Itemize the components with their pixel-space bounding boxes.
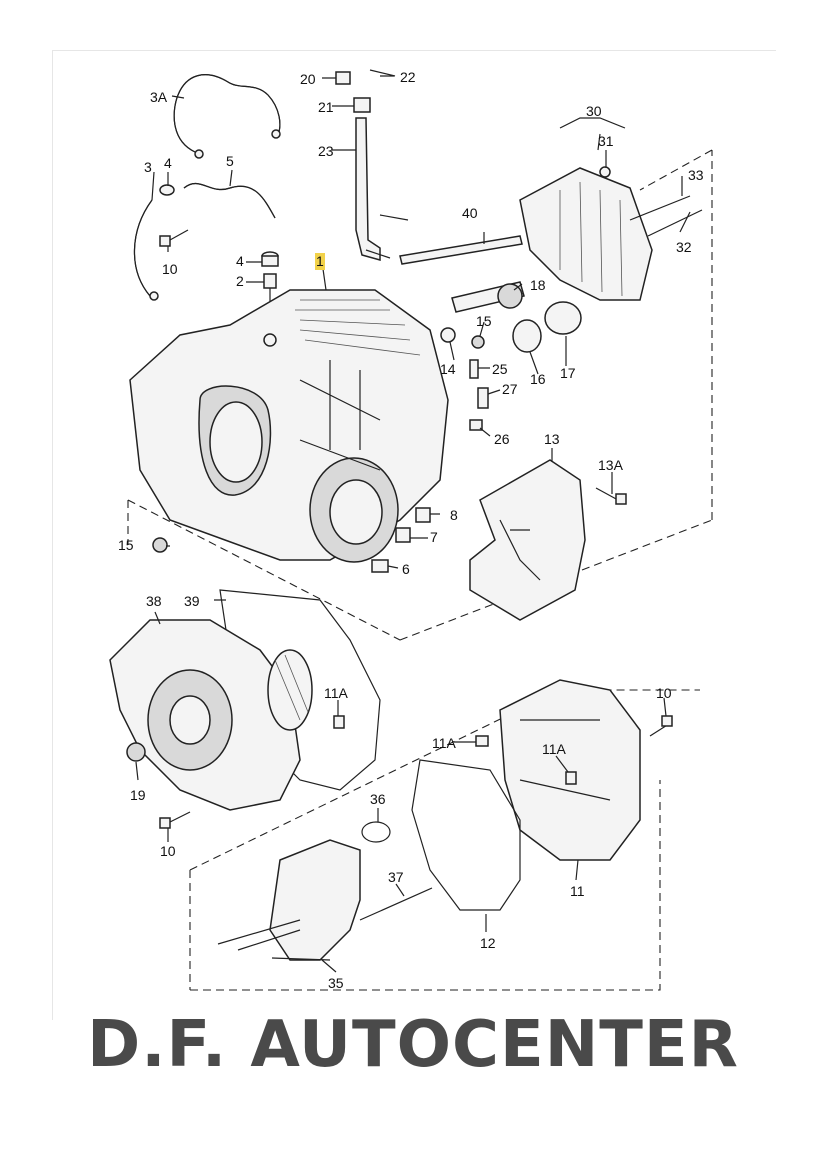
callout-13: 13: [544, 431, 560, 447]
plug-8: [415, 507, 431, 523]
callout-16: 16: [530, 371, 546, 387]
gasket-12: [411, 759, 521, 911]
hose-5: [183, 182, 276, 219]
callout-1-highlight: [315, 253, 325, 270]
callout-14: 14: [440, 361, 456, 377]
nut-19: [126, 742, 146, 762]
flange-17: [544, 301, 582, 335]
brand-watermark: D.F. AUTOCENTER: [87, 1008, 739, 1082]
screw-37: [359, 887, 433, 921]
callout-labels: 3A 20 22 21 23 3 4 5 10 4 2 1 30 31 33 4…: [118, 69, 704, 991]
callout-13a: 13A: [598, 457, 624, 473]
transfer-case-38: [109, 619, 313, 811]
shaft-18: [451, 281, 525, 313]
pin-11a-right: [565, 771, 577, 785]
callout-30: 30: [586, 103, 602, 119]
callout-6: 6: [402, 561, 410, 577]
frame-top-line: [52, 50, 776, 51]
valve-body-35: [217, 839, 361, 961]
cap-4: [261, 251, 279, 267]
hose-3: [133, 199, 159, 301]
callout-22: 22: [400, 69, 416, 85]
washer-31: [599, 166, 611, 178]
plug-6: [371, 559, 389, 573]
callout-7: 7: [430, 529, 438, 545]
screw-32: [647, 209, 703, 237]
bolt-10-left: [159, 811, 191, 829]
nut-15-left: [152, 537, 168, 553]
callout-15-right: 15: [476, 313, 492, 329]
frame-left-line: [52, 50, 53, 1020]
sensor-25-27-26: [469, 359, 489, 431]
callout-3a: 3A: [150, 89, 168, 105]
callout-11a-right: 11A: [542, 741, 567, 757]
callout-20: 20: [300, 71, 316, 87]
bolt-10-top: [159, 229, 189, 247]
callout-19: 19: [130, 787, 146, 803]
breather-assembly: [335, 69, 409, 261]
callout-18: 18: [530, 277, 546, 293]
leader-lines: [135, 75, 691, 973]
callout-36: 36: [370, 791, 386, 807]
callout-10-right: 10: [656, 685, 672, 701]
callout-15-left: 15: [118, 537, 134, 553]
callout-11: 11: [570, 883, 585, 899]
callout-38: 38: [146, 593, 162, 609]
callout-33: 33: [688, 167, 704, 183]
callout-21: 21: [318, 99, 334, 115]
callout-11a-left: 11A: [324, 685, 349, 701]
transmission-housing: [129, 289, 449, 563]
cover-11: [499, 679, 641, 861]
callout-2: 2: [236, 273, 244, 289]
o-ring-36: [361, 821, 391, 843]
callout-27: 27: [502, 381, 518, 397]
callout-4-cap: 4: [236, 253, 244, 269]
pin-11a-left: [333, 715, 345, 729]
callout-1: 1: [316, 253, 324, 269]
bolt-13a: [595, 487, 627, 505]
hose-3a: [173, 74, 281, 159]
callout-10-top: 10: [162, 261, 178, 277]
callout-11a-middle: 11A: [432, 735, 457, 751]
callout-25: 25: [492, 361, 508, 377]
callout-5: 5: [226, 153, 234, 169]
callout-26: 26: [494, 431, 510, 447]
rod-40: [399, 235, 523, 265]
callout-35: 35: [328, 975, 344, 991]
callout-31: 31: [598, 133, 614, 149]
callout-3: 3: [144, 159, 152, 175]
actuator-30: [519, 117, 653, 301]
ring-14: [440, 327, 456, 343]
callout-12: 12: [480, 935, 496, 951]
heat-shield-13: [469, 459, 586, 621]
callout-40: 40: [462, 205, 478, 221]
callout-37: 37: [388, 869, 404, 885]
callout-4-hose: 4: [164, 155, 172, 171]
pin-11a-middle: [475, 735, 489, 747]
screw-33: [629, 195, 691, 221]
bolt-10-right: [649, 715, 673, 737]
callout-32: 32: [676, 239, 692, 255]
assembly-outline-upper: [127, 149, 713, 641]
plug-7: [395, 527, 411, 543]
nut-15-right: [471, 335, 485, 349]
callout-39: 39: [184, 593, 200, 609]
callout-17: 17: [560, 365, 576, 381]
assembly-outline-lower: [189, 689, 700, 991]
callout-23: 23: [318, 143, 334, 159]
callout-10-left: 10: [160, 843, 176, 859]
bearing-16: [512, 319, 542, 353]
clip-4: [159, 184, 175, 196]
callout-8: 8: [450, 507, 458, 523]
